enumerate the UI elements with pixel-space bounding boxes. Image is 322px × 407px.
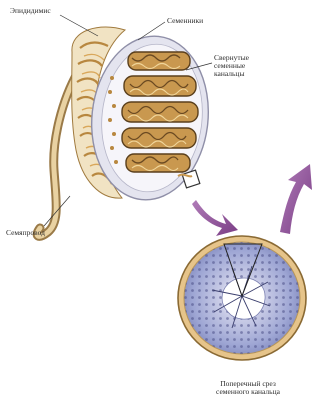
label-vas-deferens: Семяпровод: [6, 229, 45, 237]
label-cross-section: Поперечный срез семенного канальца: [208, 380, 288, 396]
label-testis: Семенники: [167, 17, 203, 25]
label-cross-section-line2: семенного канальца: [208, 388, 288, 396]
arrow-upward: [280, 164, 312, 234]
label-tubules: Свернутые семенные канальцы: [214, 54, 249, 78]
arrow-to-section: [192, 200, 238, 236]
label-tubules-line3: канальцы: [214, 70, 249, 78]
cross-section: [178, 236, 306, 360]
label-epididymis: Эпидидимис: [10, 7, 51, 15]
